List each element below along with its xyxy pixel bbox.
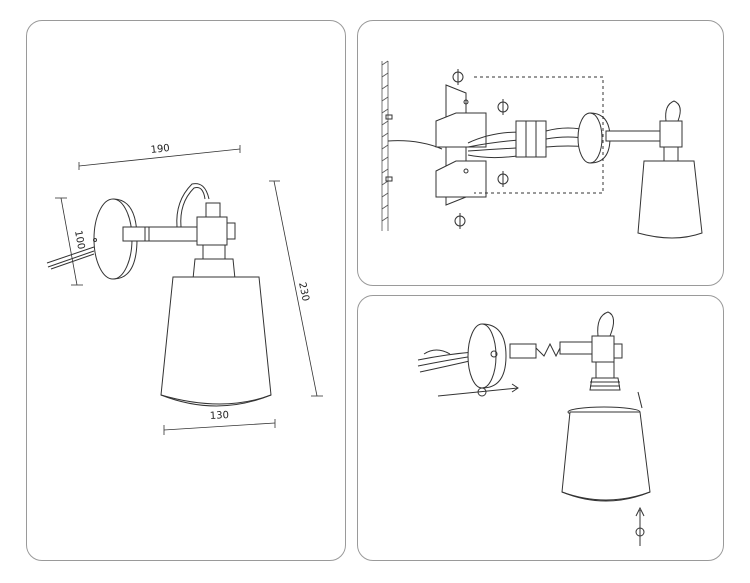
terminal-block [515, 120, 547, 158]
dimension-shade-label: 130 [210, 410, 230, 422]
backplate-side [577, 112, 603, 164]
mounting-panel [357, 20, 724, 286]
mounting-drawing [381, 60, 703, 239]
fitting-block [196, 216, 228, 246]
dimension-backplate-label: 100 [72, 230, 86, 251]
wall-cable [387, 140, 443, 150]
socket [192, 258, 236, 280]
dimension-height-label: 230 [296, 281, 311, 302]
lamp-shade [561, 411, 651, 501]
dimension-drawing: 190 100 230 130 [46, 143, 323, 435]
phi-screw-icon [452, 69, 509, 229]
wire-loop [176, 183, 210, 228]
dimension-panel: 190 100 230 130 [26, 20, 346, 561]
wall-plug-bottom [385, 176, 393, 182]
wall-plug-top [385, 114, 393, 120]
lamp-shade [160, 276, 272, 405]
lamp-shade [637, 160, 703, 239]
wiring [467, 131, 534, 159]
alignment-guide [474, 76, 604, 194]
wall-hatch [381, 60, 389, 231]
shade-install-panel [357, 295, 724, 561]
connector [509, 343, 537, 359]
shade-install-drawing [417, 311, 651, 546]
dimension-width-label: 190 [150, 143, 170, 156]
incoming-cable [417, 351, 475, 373]
backplate-screw-hole [93, 238, 97, 242]
lamp-arm [605, 130, 663, 142]
bulb-socket [595, 361, 615, 379]
lamp-arm [122, 226, 200, 242]
